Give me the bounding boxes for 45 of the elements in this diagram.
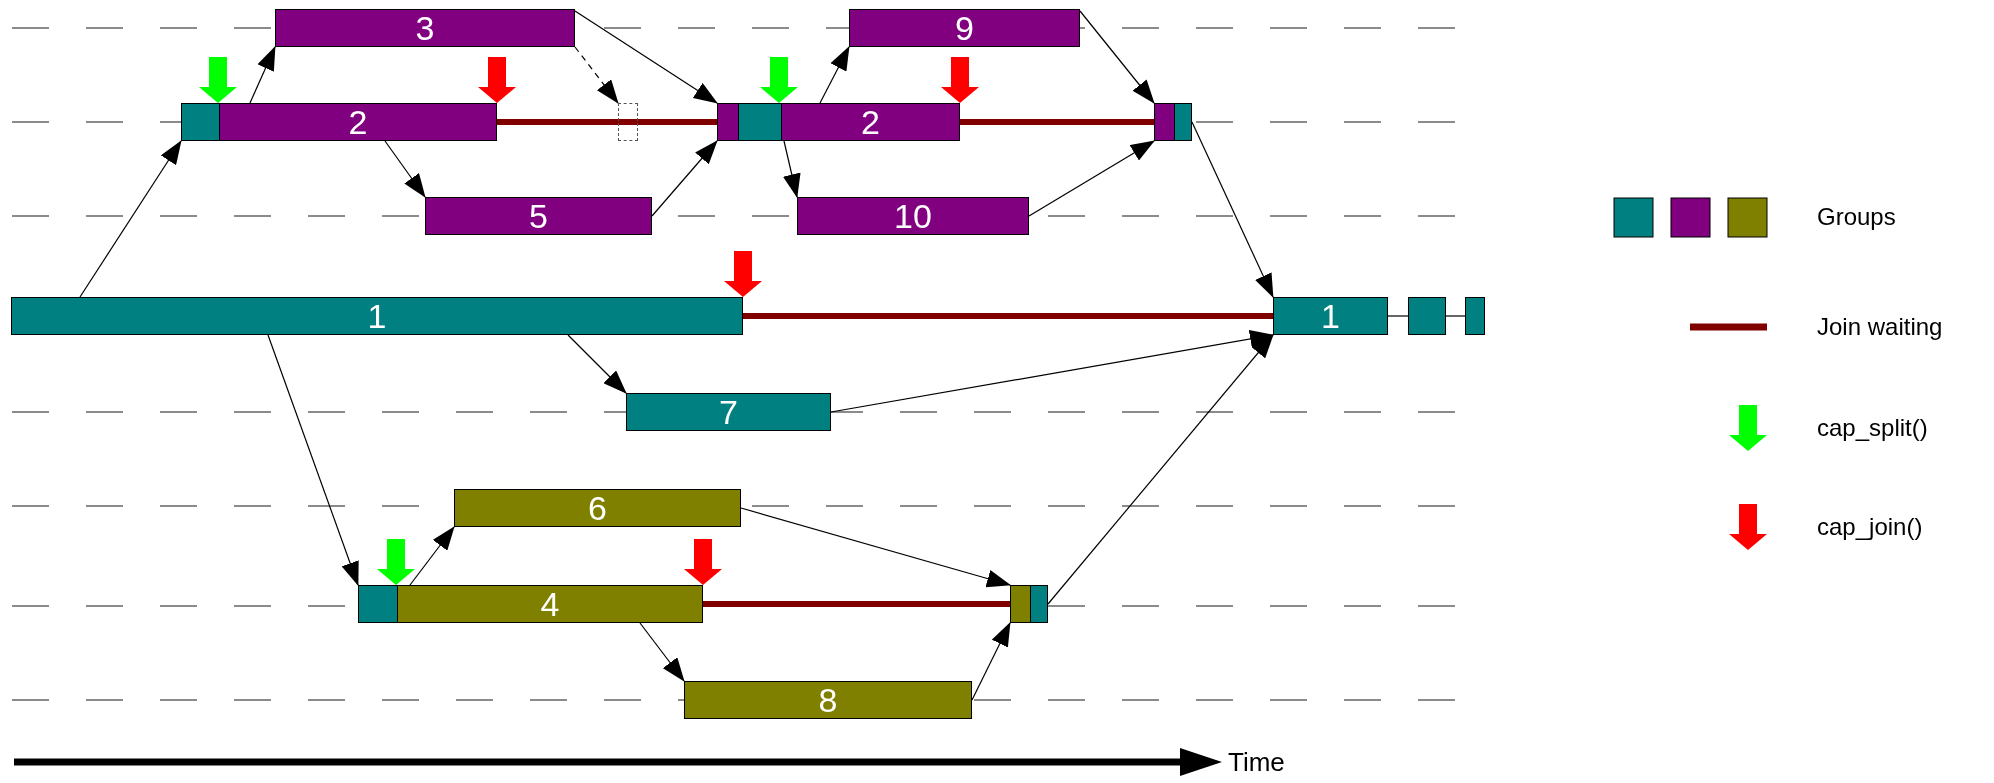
legend-label: Join waiting [1817,315,1943,339]
task-bar: 7 [626,393,831,431]
arrow [384,140,426,198]
arrow [79,140,182,298]
arrow [1047,334,1274,605]
arrow [819,46,850,104]
task-block [1408,297,1446,335]
task-bar: 9 [849,9,1080,47]
arrow [249,46,276,104]
task-bar: 2 [181,103,497,141]
arrow [639,622,685,682]
task-bar: 2 [717,103,960,141]
legend-label: cap_join() [1817,515,1923,539]
task-bar: 6 [454,489,741,527]
task-bar: 1 [1273,297,1388,335]
arrow [409,526,455,586]
arrow [740,507,1011,588]
task-bar: 8 [684,681,972,719]
arrow [574,46,619,104]
arrow [1079,10,1155,104]
arrow [267,334,359,586]
arrow [651,140,718,217]
arrow [574,10,718,104]
join-waiting-line [703,601,1010,607]
arrow [1028,140,1155,217]
join-waiting-line [960,119,1154,125]
task-bar: 5 [425,197,652,235]
task-bar: 3 [275,9,575,47]
task-bar: 1 [11,297,743,335]
arrow [783,140,801,198]
task-bar: 4 [358,585,703,623]
task-block [1010,585,1048,623]
task-block [1465,297,1485,335]
legend-label: Groups [1817,205,1896,229]
arrow [971,622,1011,701]
placeholder-box [618,103,638,141]
legend-label: cap_split() [1817,416,1928,440]
task-bar: 10 [797,197,1029,235]
join-waiting-line [743,313,1273,319]
task-block [1154,103,1192,141]
arrow [830,330,1274,413]
join-waiting-line [497,119,717,125]
arrow [567,334,627,394]
axis-label: Time [1228,749,1285,775]
arrow [1191,121,1274,298]
